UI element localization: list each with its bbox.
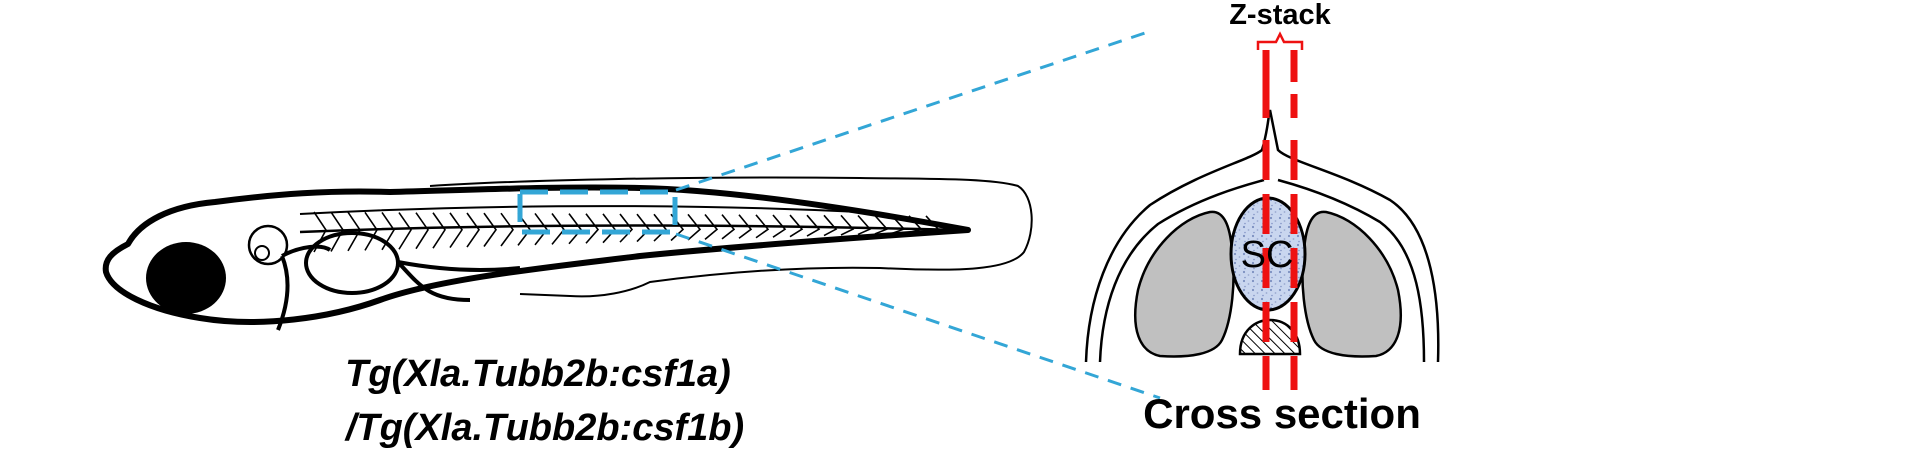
zoom-guide-bottom bbox=[675, 232, 1161, 400]
somite-chevron bbox=[840, 214, 855, 236]
somite-chevron bbox=[857, 214, 872, 236]
somite-chevron bbox=[313, 211, 327, 253]
imaging-region-box bbox=[517, 189, 678, 235]
larva-body-outline bbox=[102, 184, 971, 325]
left-muscle-block bbox=[1134, 210, 1235, 358]
cross-section-label: Cross section bbox=[1143, 390, 1421, 437]
yolk-outline bbox=[276, 244, 521, 331]
somite-chevron bbox=[653, 213, 668, 242]
somite-chevron bbox=[636, 213, 651, 243]
cross-section-inner-outline bbox=[1098, 178, 1426, 363]
somite-chevron bbox=[789, 214, 804, 238]
somite-chevron bbox=[568, 213, 583, 245]
somite-chevron bbox=[806, 214, 821, 237]
somite-chevron bbox=[823, 214, 838, 237]
somite-chevron bbox=[772, 214, 787, 238]
somite-chevron bbox=[908, 215, 923, 234]
z-stack-label: Z-stack bbox=[1229, 0, 1331, 31]
zoom-guide-top bbox=[675, 30, 1149, 192]
somite-chevron bbox=[449, 212, 463, 249]
z-stack-bracket bbox=[1256, 31, 1304, 50]
somite-chevron bbox=[364, 211, 378, 251]
somite-chevron bbox=[585, 213, 600, 244]
right-muscle-block bbox=[1301, 210, 1402, 358]
genotype-label-line2: /Tg(Xla.Tubb2b:csf1b) bbox=[344, 407, 744, 449]
cross-section-outer-outline bbox=[1084, 109, 1440, 363]
somite-chevron bbox=[500, 212, 514, 247]
spinal-cord-label: SC bbox=[1241, 234, 1294, 276]
somite-chevron bbox=[466, 212, 480, 248]
somite-chevron bbox=[415, 212, 429, 250]
otolith bbox=[254, 245, 270, 261]
somite-chevron bbox=[398, 212, 412, 250]
somite-chevron bbox=[704, 214, 719, 241]
somite-chevron bbox=[534, 212, 549, 246]
somite-chevron bbox=[602, 213, 617, 244]
fin-fold-outline bbox=[429, 176, 1033, 298]
zebrafish-larva-icon bbox=[102, 176, 1033, 331]
somite-chevron bbox=[483, 212, 497, 247]
somite-chevron bbox=[619, 213, 634, 243]
somite-chevron bbox=[687, 213, 702, 241]
dorsal-body-line bbox=[299, 205, 861, 215]
somite-chevron bbox=[551, 213, 566, 245]
somite-chevron bbox=[381, 211, 395, 251]
somite-chevron bbox=[721, 214, 736, 240]
somite-chevron bbox=[432, 212, 446, 249]
somite-chevron bbox=[874, 215, 889, 235]
somite-chevron bbox=[330, 211, 344, 252]
somite-chevron bbox=[347, 211, 361, 252]
otic-vesicle bbox=[247, 224, 289, 266]
somite-chevron bbox=[738, 214, 753, 239]
z-stack-planes bbox=[1262, 50, 1298, 390]
trunk-cross-section-icon bbox=[1084, 109, 1440, 363]
somite-chevron bbox=[925, 215, 940, 234]
eye bbox=[146, 242, 226, 314]
somite-chevron bbox=[891, 215, 906, 235]
somite-chevron bbox=[755, 214, 770, 239]
genotype-label-line1: Tg(Xla.Tubb2b:csf1a) bbox=[345, 353, 731, 395]
notochord bbox=[1238, 318, 1302, 356]
